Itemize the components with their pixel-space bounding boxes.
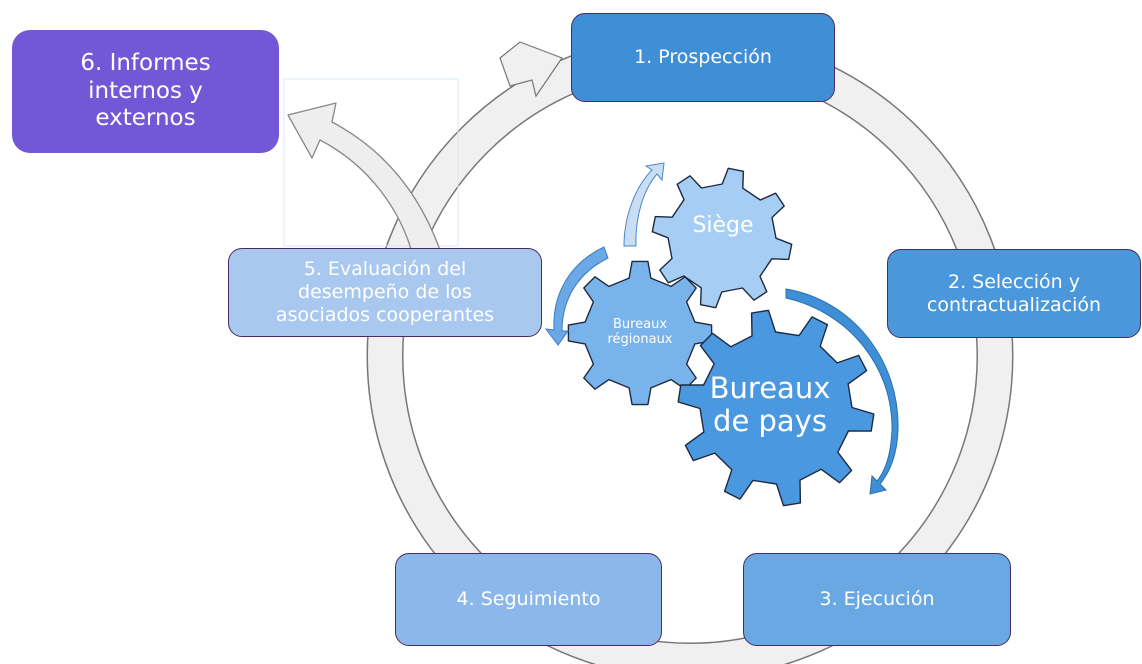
step-4-label: 4. Seguimiento xyxy=(456,588,601,611)
step-6-label: 6. Informes internos y externos xyxy=(80,50,211,132)
step-3-ejecucion: 3. Ejecución xyxy=(743,553,1011,646)
curved-arrow-right xyxy=(785,288,899,495)
curved-arrow-left xyxy=(544,246,609,346)
ring-arrowhead xyxy=(499,41,563,98)
step-6-informes: 6. Informes internos y externos xyxy=(12,30,279,153)
step-2-label: 2. Selección y contractualización xyxy=(926,270,1102,316)
curved-arrow-up xyxy=(623,162,665,247)
gears-group xyxy=(567,167,875,507)
branch-arrow-frame xyxy=(283,78,459,247)
gear-bureaux-regionaux xyxy=(567,260,713,406)
branch-arrow-to-reports xyxy=(287,102,441,261)
gear-bureaux-pays xyxy=(677,309,875,507)
step-1-prospeccion: 1. Prospección xyxy=(571,13,835,102)
step-5-evaluacion: 5. Evaluación del desempeño de los asoci… xyxy=(228,248,542,337)
step-3-label: 3. Ejecución xyxy=(819,588,935,611)
gear-siege xyxy=(651,167,793,309)
step-2-seleccion: 2. Selección y contractualización xyxy=(887,249,1141,338)
step-1-label: 1. Prospección xyxy=(634,46,772,69)
step-5-label: 5. Evaluación del desempeño de los asoci… xyxy=(275,258,495,326)
step-4-seguimiento: 4. Seguimiento xyxy=(395,553,662,646)
